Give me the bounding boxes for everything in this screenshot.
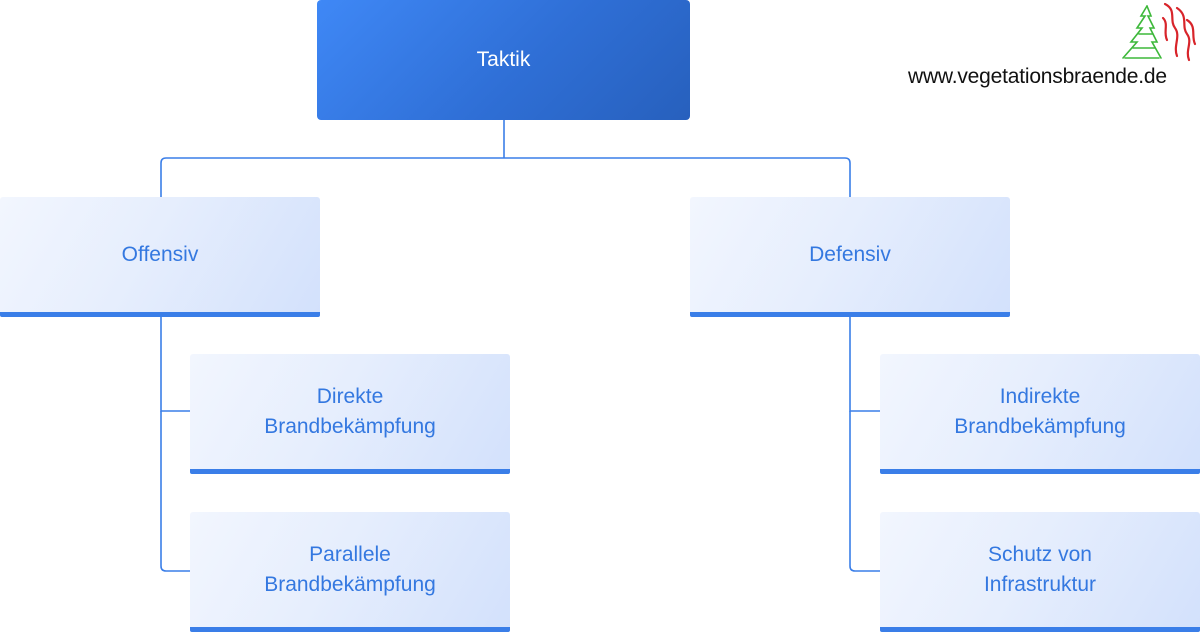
- connector-defensiv-indirekte: [849, 317, 880, 412]
- connector-branch-offensiv: [160, 157, 504, 197]
- node-indirekte-brandbekaempfung: Indirekte Brandbekämpfung: [880, 354, 1200, 474]
- logo-url-text: www.vegetationsbraende.de: [908, 65, 1167, 88]
- node-parallele-brandbekaempfung: Parallele Brandbekämpfung: [190, 512, 510, 632]
- connector-branch-defensiv: [504, 157, 851, 197]
- node-schutz-label: Schutz von Infrastruktur: [983, 542, 1097, 596]
- connector-offensiv-parallele: [160, 411, 190, 572]
- node-defensiv-label: Defensiv: [809, 242, 891, 266]
- node-taktik: Taktik: [317, 0, 690, 120]
- node-offensiv-label: Offensiv: [121, 242, 199, 266]
- tree-fire-logo-icon: [1122, 2, 1197, 62]
- node-schutz-von-infrastruktur: Schutz von Infrastruktur: [880, 512, 1200, 632]
- node-taktik-label: Taktik: [476, 48, 531, 71]
- node-defensiv: Defensiv: [690, 197, 1010, 317]
- node-offensiv: Offensiv: [0, 197, 320, 317]
- node-direkte-label: Direkte Brandbekämpfung: [264, 384, 436, 438]
- site-logo: www.vegetationsbraende.de: [905, 0, 1200, 95]
- connector-defensiv-schutz: [849, 411, 880, 572]
- node-direkte-brandbekaempfung: Direkte Brandbekämpfung: [190, 354, 510, 474]
- node-indirekte-label: Indirekte Brandbekämpfung: [954, 384, 1126, 438]
- connector-offensiv-direkte: [160, 317, 190, 412]
- node-parallele-label: Parallele Brandbekämpfung: [264, 542, 436, 596]
